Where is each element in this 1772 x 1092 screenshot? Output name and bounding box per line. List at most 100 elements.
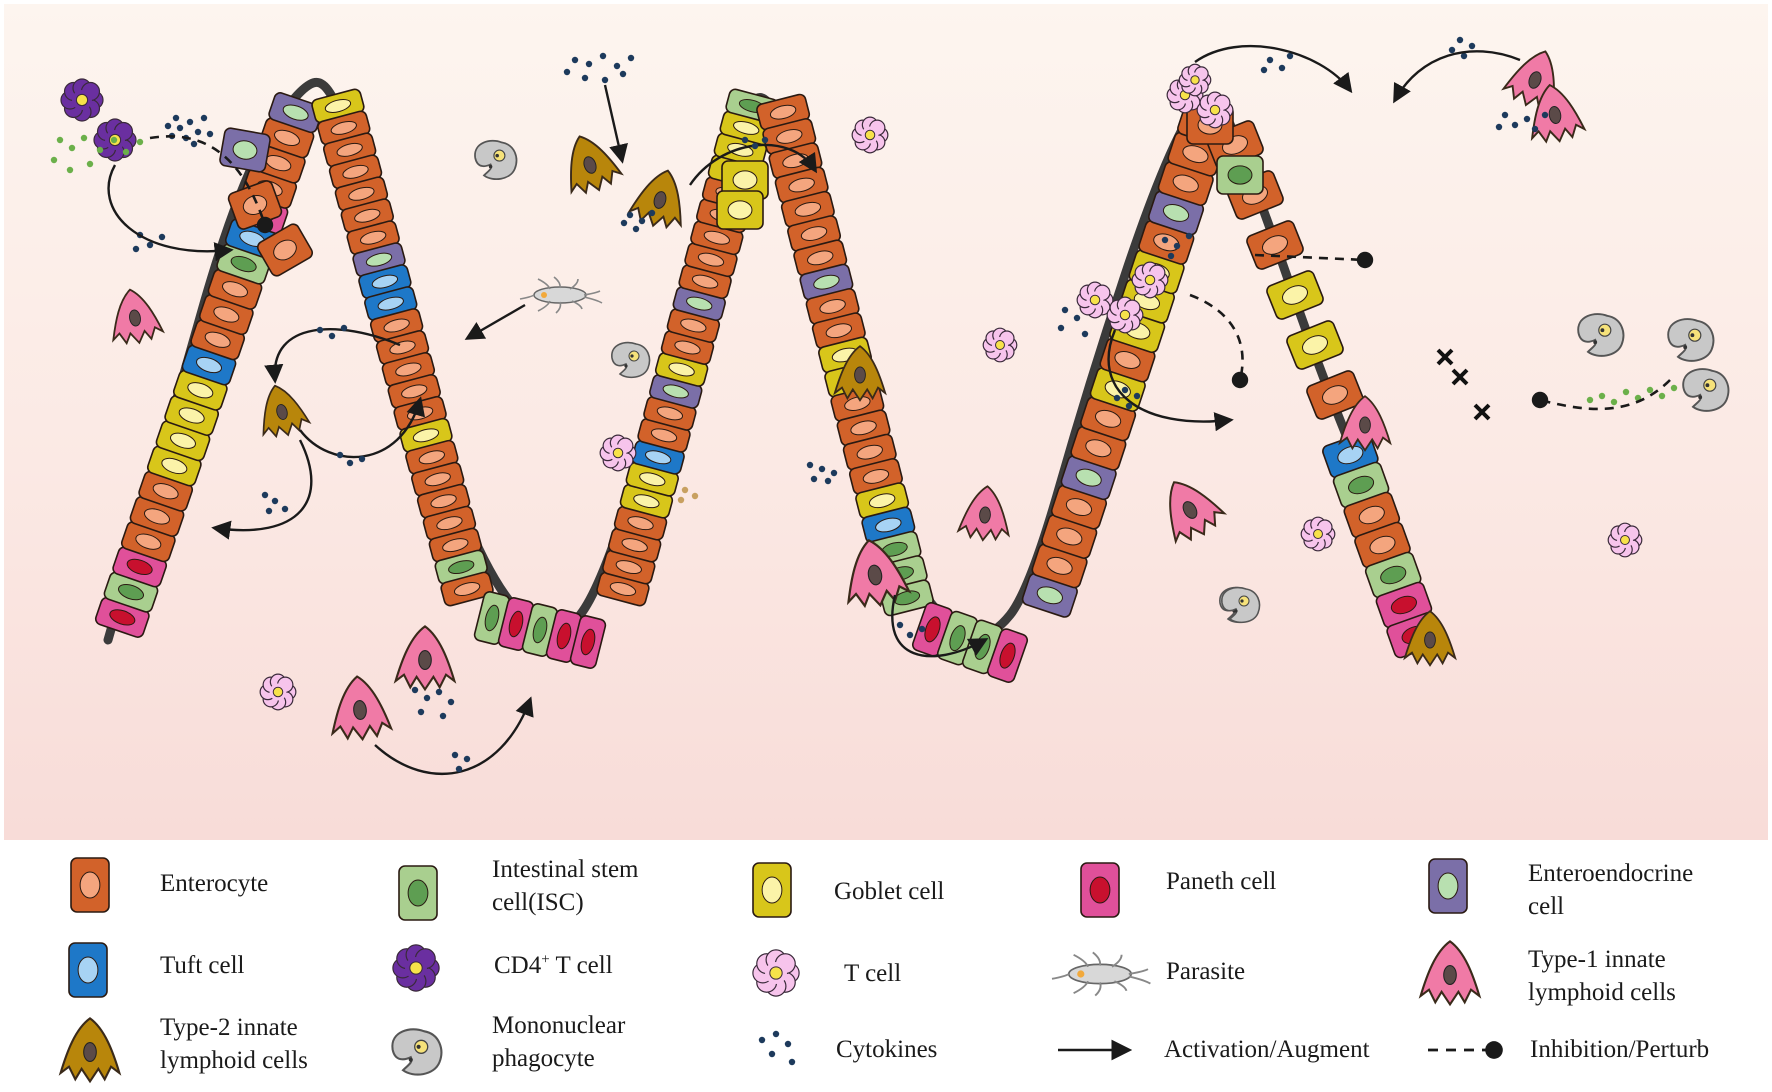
immune-cells-layer (50, 36, 1730, 776)
cytokines-cluster (563, 52, 635, 84)
mononuclear-phagocyte (1682, 368, 1730, 412)
cytokines-cluster (1260, 52, 1294, 74)
cd4-tcell (60, 78, 104, 122)
activation-arrow (211, 439, 313, 540)
legend-item-enterocyte: Enterocyte (160, 868, 268, 901)
tcell (1131, 261, 1169, 299)
activation-arrow (374, 696, 534, 776)
parasite (519, 276, 603, 314)
mononuclear-phagocyte (611, 341, 651, 379)
tcell-icon (752, 949, 800, 997)
legend-label-ilc1-line2: lymphoid cells (1528, 978, 1676, 1006)
cytokines-icon (758, 1030, 796, 1066)
ilc1-cell (956, 485, 1010, 542)
legend-label-ilc2-line1: Type-2 innate (160, 1014, 298, 1041)
tcell (851, 116, 889, 154)
parasite-icon (1051, 951, 1151, 997)
mononuclear-phagocyte (1667, 318, 1715, 362)
enterocyte-icon (70, 857, 110, 913)
inhibition-line (1531, 379, 1671, 411)
legend-label-ilc1-line1: Type-1 innate (1528, 946, 1666, 973)
mononuclear-phagocyte (474, 139, 518, 180)
legend-label-enteroendocrine-line2: cell (1528, 892, 1565, 920)
activation-arrow (107, 164, 234, 262)
legend-item-ilc1: Type-1 innate lymphoid cells (1528, 944, 1676, 1009)
tuft-icon (68, 942, 108, 998)
cytokines-green (1586, 384, 1678, 406)
legend-item-tcell: T cell (844, 958, 901, 991)
mononuclear-phagocyte (1221, 586, 1261, 624)
shedding-cell (256, 223, 314, 277)
ilc2-cell (570, 135, 624, 195)
cell-enteroendocrine (268, 92, 324, 134)
activation-arrow (891, 594, 989, 658)
damage-mark (1451, 368, 1469, 386)
tcell (1076, 281, 1114, 319)
cell-enteroendocrine (672, 286, 726, 322)
ilc1-cell (1338, 395, 1392, 452)
legend-label-tuft: Tuft cell (160, 952, 245, 979)
activation-arrow (264, 328, 401, 384)
ilc1-cell (330, 675, 394, 742)
legend-label-ilc2-line2: lymphoid cells (160, 1046, 308, 1074)
legend-label-activation: Activation/Augment (1164, 1036, 1370, 1063)
legend-label-paneth: Paneth cell (1166, 868, 1277, 895)
cytokines-cluster (1495, 111, 1549, 133)
legend-label-mono-line2: phagocyte (492, 1044, 595, 1072)
cytokines-cluster (620, 209, 656, 233)
legend-item-enteroendocrine: Enteroendocrine cell (1528, 858, 1693, 923)
cd4-prefix: CD4 (494, 952, 542, 979)
ilc2-cell (627, 169, 682, 230)
cytokines-green (50, 134, 144, 174)
cytokines-cluster (411, 686, 455, 720)
cell-goblet (1286, 320, 1344, 370)
tcell (1178, 63, 1212, 97)
legend-label-cytokines: Cytokines (836, 1036, 938, 1063)
cytokines-tan (677, 486, 699, 504)
inhibition-line (1254, 251, 1374, 269)
legend-label-parasite: Parasite (1166, 958, 1246, 985)
damage-mark (1436, 348, 1454, 366)
legend-label-isc-line2: cell(ISC) (492, 888, 584, 916)
legend-item-ilc2: Type-2 innate lymphoid cells (160, 1012, 308, 1077)
activation-arrow (464, 303, 526, 340)
cytokines-cluster (806, 461, 838, 485)
tcell (599, 434, 637, 472)
legend-item-mono: Mononuclear phagocyte (492, 1010, 625, 1075)
tcell (1300, 516, 1336, 552)
ilc1-cell (112, 288, 165, 346)
enteroendocrine-icon (1428, 858, 1468, 914)
paneth-icon (1080, 862, 1120, 918)
ilc2-cell (833, 345, 887, 402)
cell-paneth (569, 615, 607, 669)
ilc1-cell (1530, 83, 1587, 144)
legend-item-isc: Intestinal stem cell(ISC) (492, 854, 639, 919)
cytokines-cluster (1161, 232, 1193, 260)
cd4-tcell-icon (392, 944, 440, 992)
activation-arrow (603, 84, 628, 164)
goblet-icon (752, 862, 792, 918)
cytokines-cluster (451, 751, 471, 773)
tcell (1106, 296, 1144, 334)
cytokines-cluster (1448, 36, 1476, 60)
cytokines-cluster (1113, 386, 1141, 410)
cell-paneth (986, 628, 1029, 683)
legend-item-parasite: Parasite (1166, 956, 1245, 989)
cell-goblet (1266, 270, 1324, 320)
legend-item-activation: Activation/Augment (1164, 1034, 1370, 1067)
tcell (982, 327, 1018, 363)
shedding-cell (716, 190, 764, 230)
cytokines-cluster (896, 621, 926, 639)
ilc1-cell (393, 625, 457, 692)
legend-item-paneth: Paneth cell (1166, 866, 1276, 899)
cytokines-cluster (316, 324, 348, 340)
ilc2-icon (58, 1017, 122, 1084)
legend-item-cd4: CD4+ T cell (494, 950, 613, 983)
legend-item-cytokines: Cytokines (836, 1034, 937, 1067)
inhibition-line (149, 135, 274, 234)
legend-label-cd4: CD4+ T cell (494, 950, 613, 983)
legend-icons-layer (58, 857, 1503, 1084)
tcell (259, 673, 297, 711)
legend-label-enterocyte: Enterocyte (160, 870, 269, 897)
